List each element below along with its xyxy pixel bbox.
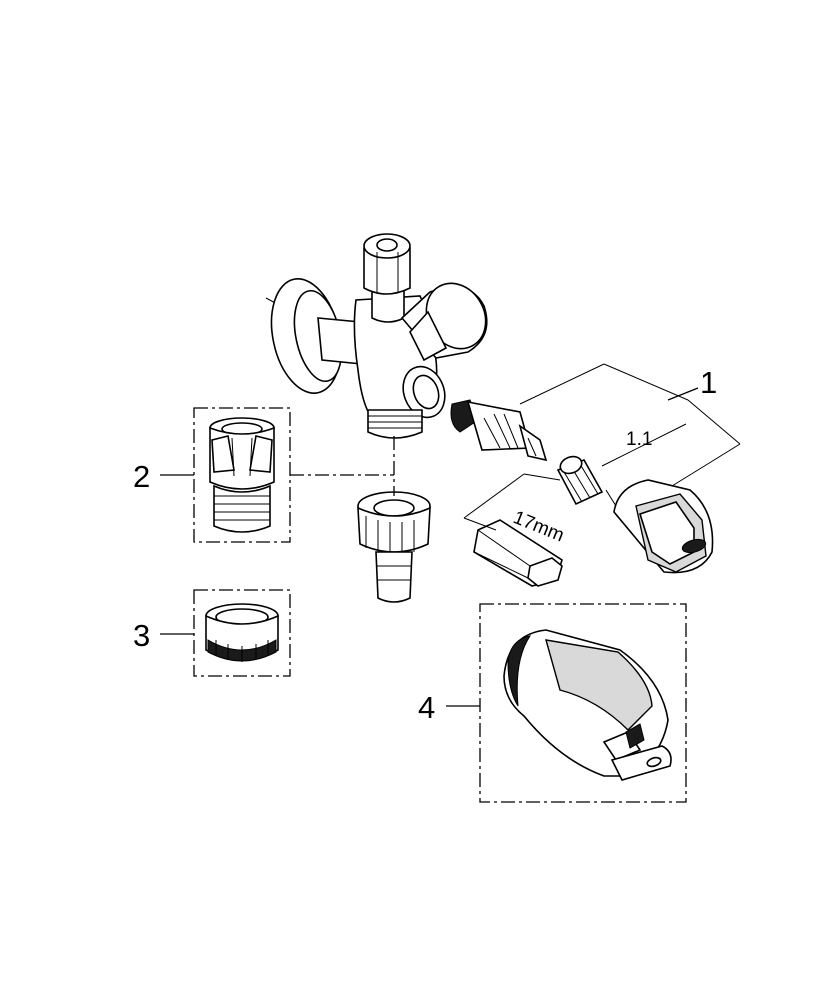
hex-wrench-17mm: [473, 519, 563, 587]
valve-cartridge: [450, 399, 548, 462]
part-3-box: [193, 589, 291, 677]
part-2-adapter: [209, 417, 275, 533]
spindle-extension: [556, 455, 604, 506]
callout-4: 4: [418, 690, 435, 725]
callout-1: 1: [700, 365, 717, 400]
hose-connector: [357, 491, 431, 603]
callout-2: 2: [133, 459, 150, 494]
callout-3: 3: [133, 618, 150, 653]
part-4-lever-handle: [503, 629, 672, 781]
part-4-box: [479, 603, 687, 803]
assembly-lines: [160, 363, 741, 707]
cap-nut: [613, 479, 714, 574]
callout-1-1: 1.1: [626, 429, 652, 450]
part-2-box: [193, 407, 291, 543]
angle-valve-body: [265, 233, 488, 439]
part-3-nut: [205, 603, 279, 662]
